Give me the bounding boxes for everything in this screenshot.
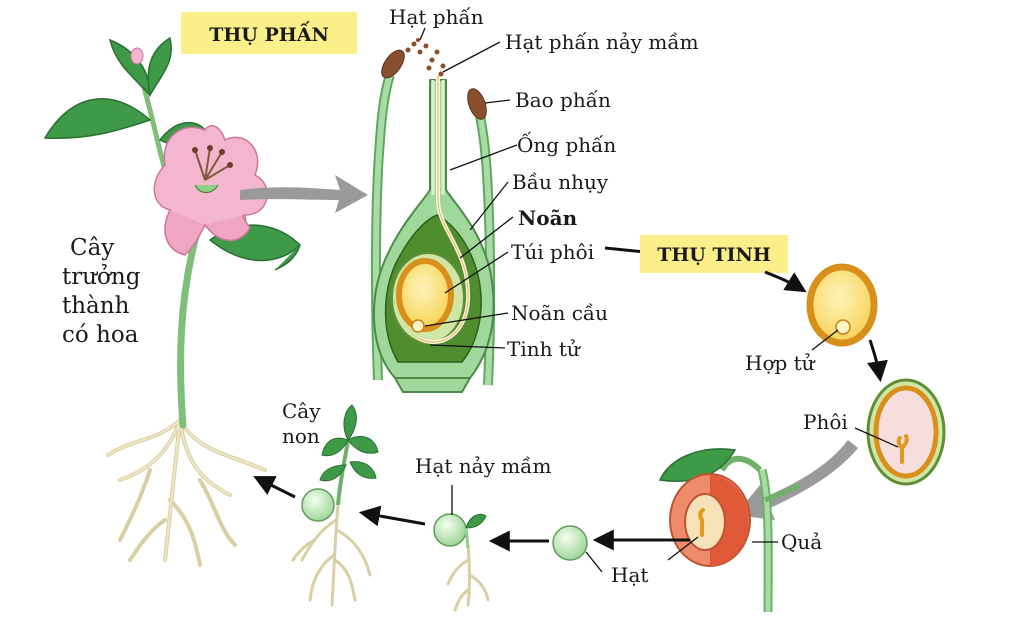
zygote-ovule <box>806 263 878 347</box>
egg-cell <box>411 319 425 333</box>
mature-plant-roots <box>106 418 267 567</box>
label-ovule: Noãn <box>518 206 578 230</box>
mature-plant <box>43 36 302 567</box>
leaf <box>321 437 349 457</box>
label-egg-cell: Noãn cầu <box>511 301 608 325</box>
germinating-seed <box>433 513 490 612</box>
label-mature-line1: Cây <box>70 235 114 261</box>
leaf <box>43 98 152 140</box>
leaf <box>343 404 357 441</box>
tag-fertilization-bg <box>640 235 788 273</box>
label-mature-line2: trưởng <box>62 264 141 290</box>
label-germinating-seed: Hạt nảy mầm <box>415 454 551 478</box>
zygote <box>835 319 851 335</box>
label-pollen-grain: Hạt phấn <box>389 5 484 29</box>
label-germinating-pollen: Hạt phấn nảy mầm <box>505 30 699 54</box>
label-pollen-tube: Ống phấn <box>517 130 616 157</box>
zoom-arrow <box>240 175 368 213</box>
flower <box>153 124 269 256</box>
tag-pollination-bg <box>181 12 357 54</box>
seed <box>552 525 588 561</box>
leaf <box>147 36 172 98</box>
label-embryo: Phôi <box>803 410 848 434</box>
label-zygote: Hợp tử <box>745 351 816 375</box>
embryo <box>896 434 909 464</box>
tag-fertilization: THỤ TINH <box>657 244 771 266</box>
flower-bud <box>130 47 144 65</box>
label-embryo-sac: Túi phôi <box>511 240 594 264</box>
leaf <box>319 464 347 482</box>
tag-pollination: THỤ PHẤN <box>209 21 329 46</box>
label-ovary: Bầu nhụy <box>512 170 609 194</box>
label-seedling-line1: Cây <box>282 399 321 423</box>
anther-right <box>467 88 487 120</box>
label-seed: Hạt <box>611 563 648 587</box>
carpel-leader-lines <box>419 27 518 349</box>
label-fruit: Quả <box>781 530 822 554</box>
embryo-seed <box>866 378 946 486</box>
arrow-to-embryo <box>867 339 888 383</box>
label-mature-line4: có hoa <box>62 322 139 348</box>
arrow-to-seedling <box>358 505 426 527</box>
label-seedling-line2: non <box>282 424 320 448</box>
leaf <box>349 461 377 479</box>
fruit <box>669 473 751 567</box>
arrow-to-zygote <box>764 270 807 293</box>
label-anther: Bao phấn <box>515 88 611 112</box>
anther-left <box>381 49 405 79</box>
leaf <box>347 436 379 454</box>
pollen-grains <box>405 38 446 77</box>
arrow-to-mature-plant <box>253 476 296 499</box>
leaf <box>658 448 737 482</box>
arrow-to-fruit <box>735 440 858 520</box>
seedling <box>291 404 379 607</box>
embryo-sac <box>396 258 454 332</box>
label-sperm: Tinh tử <box>507 337 581 361</box>
carpel-section <box>370 49 496 393</box>
leaf <box>108 38 151 97</box>
label-mature-line3: thành <box>62 293 130 319</box>
fruit-branch <box>658 448 802 613</box>
